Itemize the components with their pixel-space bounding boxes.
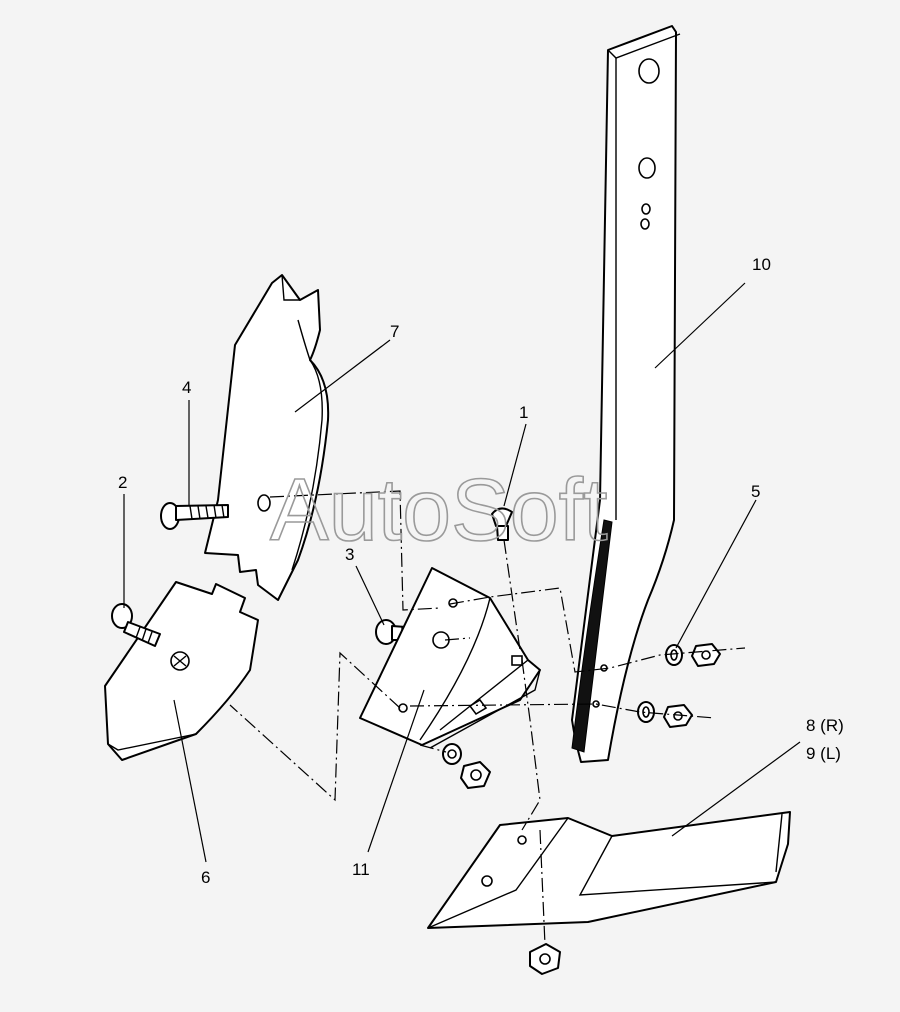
upper-shield-part-7 xyxy=(204,274,330,601)
plow-bolt-part-1 xyxy=(491,507,513,541)
label-8-r: 8 (R) xyxy=(806,716,844,735)
shank-part-10 xyxy=(571,25,681,763)
share-part-8-9 xyxy=(427,811,791,929)
label-10: 10 xyxy=(752,255,771,274)
watermark: AutoSoft xyxy=(270,460,608,559)
carriage-bolt-part-2 xyxy=(111,603,161,647)
shank-hole-mid xyxy=(638,157,656,179)
label-1: 1 xyxy=(519,403,528,422)
leader-lines xyxy=(123,282,801,863)
label-4: 4 xyxy=(182,378,191,397)
assembly-lines xyxy=(229,490,746,946)
label-3: 3 xyxy=(345,545,354,564)
shank-hole-small-b xyxy=(640,218,650,230)
shank-hole-small-a xyxy=(641,203,651,215)
label-9-l: 9 (L) xyxy=(806,744,841,763)
lower-shield-part-6 xyxy=(104,581,259,761)
mount-plate-part-11 xyxy=(359,567,541,749)
label-5: 5 xyxy=(751,482,760,501)
label-6: 6 xyxy=(201,868,210,887)
washers-nuts-part-5 xyxy=(442,643,721,975)
label-11: 11 xyxy=(352,860,370,879)
carriage-bolt-part-4 xyxy=(160,502,229,530)
shank-hole-top xyxy=(638,58,660,84)
label-2: 2 xyxy=(118,473,127,492)
label-7: 7 xyxy=(390,322,399,341)
callout-labels: 10 7 4 1 2 5 3 8 (R) 9 (L) 11 6 xyxy=(118,255,844,887)
